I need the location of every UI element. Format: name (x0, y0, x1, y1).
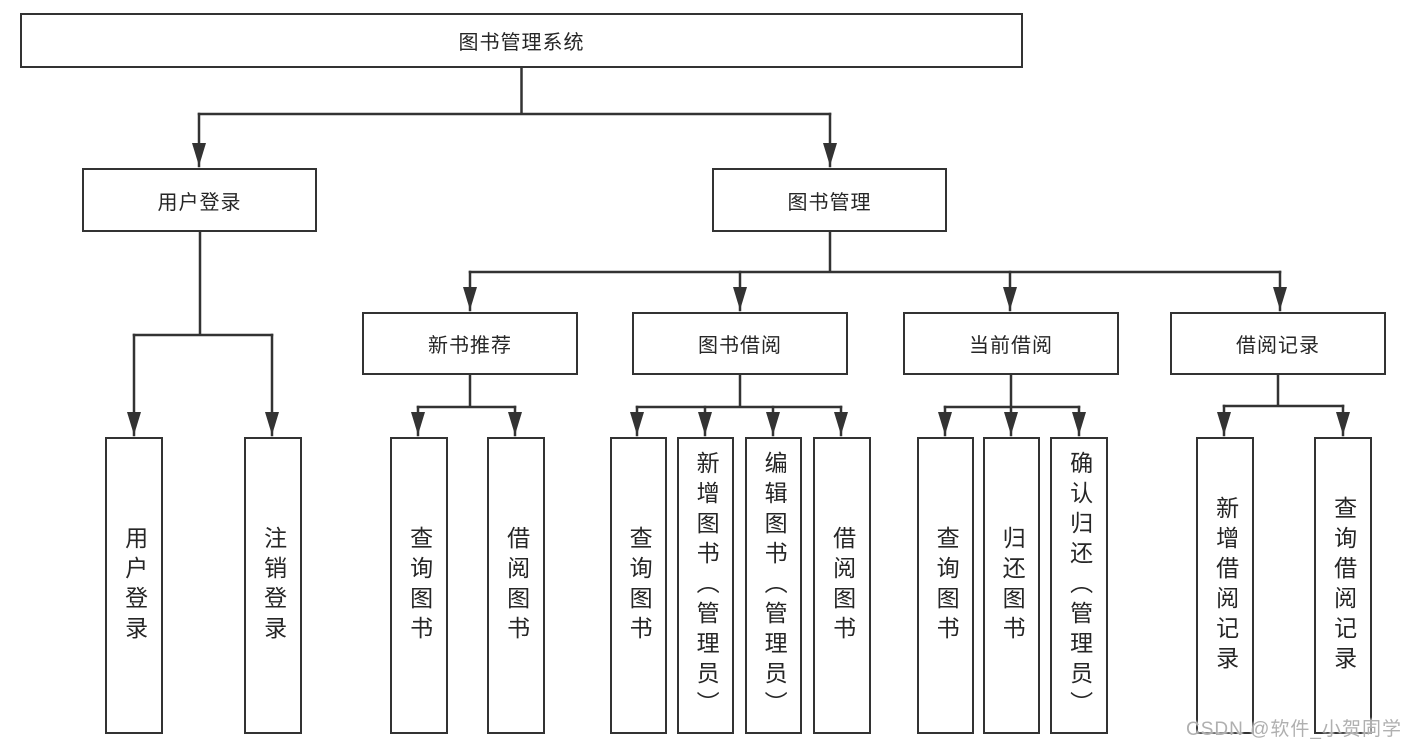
leaf-edit-book-admin-label: 编辑图书（管理员） (761, 450, 788, 721)
node-book-management-label: 图书管理 (787, 191, 872, 214)
leaf-borrow-book-label: 借阅图书 (829, 525, 856, 646)
leaf-query-book-recommend-label: 查询图书 (406, 525, 433, 646)
leaf-confirm-return-admin-label: 确认归还（管理员） (1066, 450, 1093, 721)
leaf-query-book-current: 查询图书 (917, 437, 974, 734)
leaf-return-book: 归还图书 (983, 437, 1040, 734)
leaf-borrow-book-recommend: 借阅图书 (487, 437, 545, 734)
node-root: 图书管理系统 (20, 13, 1023, 68)
node-book-borrow: 图书借阅 (632, 312, 848, 375)
node-book-borrow-label: 图书借阅 (698, 335, 782, 357)
node-user-login-label: 用户登录 (157, 191, 242, 214)
node-user-login: 用户登录 (82, 168, 317, 232)
node-root-label: 图书管理系统 (458, 32, 585, 54)
leaf-query-borrow-record: 查询借阅记录 (1314, 437, 1372, 734)
leaf-edit-book-admin: 编辑图书（管理员） (745, 437, 802, 734)
leaf-query-book-recommend: 查询图书 (390, 437, 448, 734)
leaf-add-borrow-record-label: 新增借阅记录 (1212, 495, 1239, 676)
leaf-add-book-admin-label: 新增图书（管理员） (693, 450, 720, 721)
node-borrow-record: 借阅记录 (1170, 312, 1386, 375)
leaf-query-book-borrow: 查询图书 (610, 437, 667, 734)
leaf-add-borrow-record: 新增借阅记录 (1196, 437, 1254, 734)
leaf-borrow-book-recommend-label: 借阅图书 (503, 525, 530, 646)
node-new-book-recommend-label: 新书推荐 (428, 335, 512, 357)
leaf-add-book-admin: 新增图书（管理员） (677, 437, 734, 734)
leaf-user-login-label: 用户登录 (121, 525, 148, 646)
leaf-borrow-book: 借阅图书 (813, 437, 871, 734)
node-book-management: 图书管理 (712, 168, 947, 232)
leaf-query-book-borrow-label: 查询图书 (626, 525, 653, 646)
csdn-watermark: CSDN @软件_小贺同学 (1186, 719, 1402, 740)
leaf-confirm-return-admin: 确认归还（管理员） (1050, 437, 1108, 734)
leaf-user-login: 用户登录 (105, 437, 163, 734)
leaf-return-book-label: 归还图书 (999, 525, 1026, 646)
leaf-query-borrow-record-label: 查询借阅记录 (1330, 495, 1357, 676)
node-current-borrow: 当前借阅 (903, 312, 1119, 375)
leaf-query-book-current-label: 查询图书 (933, 525, 960, 646)
leaf-logout: 注销登录 (244, 437, 302, 734)
leaf-logout-label: 注销登录 (260, 525, 287, 646)
node-current-borrow-label: 当前借阅 (969, 335, 1053, 357)
node-borrow-record-label: 借阅记录 (1236, 335, 1320, 357)
node-new-book-recommend: 新书推荐 (362, 312, 578, 375)
